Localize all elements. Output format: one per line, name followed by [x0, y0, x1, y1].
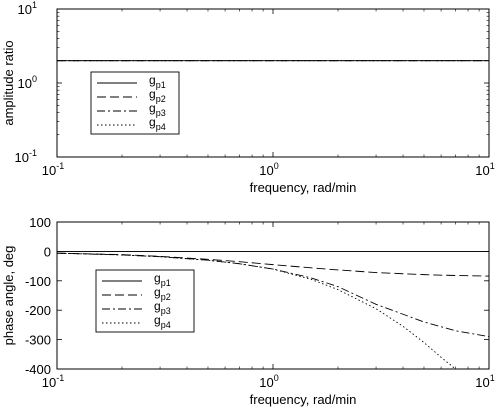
- x-tick-label: 101: [475, 373, 494, 390]
- legend-label-3: gp3: [154, 299, 171, 316]
- y-tick-label: 100: [29, 215, 51, 230]
- legend-label-2: gp2: [149, 87, 166, 104]
- legend-box: [95, 269, 195, 333]
- y-tick-label: -400: [25, 362, 51, 377]
- x-tick-label: 10-1: [42, 373, 64, 390]
- y-tick-label: -200: [25, 303, 51, 318]
- series-line-4: [57, 252, 456, 369]
- x-tick-label: 10-1: [42, 161, 64, 178]
- legend-label-4: gp4: [149, 115, 166, 132]
- legend-label-2: gp2: [154, 285, 171, 302]
- x-axis-label: frequency, rad/min: [250, 392, 357, 407]
- phase-angle-panel: 10-1 100 101 100 0 -100 -200 -300 -400 frequency,…: [1, 215, 495, 407]
- legend-box: [90, 71, 180, 135]
- legend-label-4: gp4: [154, 313, 171, 330]
- x-axis-label: frequency, rad/min: [250, 180, 357, 195]
- y-tick-label: 100: [18, 74, 37, 91]
- x-tick-label: 100: [259, 161, 278, 178]
- legend-label-1: gp1: [149, 73, 166, 90]
- y-tick-label: 10-1: [15, 148, 37, 165]
- x-tick-label: 101: [475, 161, 494, 178]
- legend-label-1: gp1: [154, 271, 171, 288]
- x-tick-label: 100: [259, 373, 278, 390]
- y-tick-label: 0: [44, 244, 51, 259]
- y-tick-label: 101: [18, 0, 37, 17]
- y-tick-label: -100: [25, 274, 51, 289]
- legend-label-3: gp3: [149, 101, 166, 118]
- y-axis-label: phase angle, deg: [1, 246, 16, 346]
- amplitude-ratio-panel: 10-1 100 101 10-1 100 101 frequency, rad/min am…: [1, 0, 495, 195]
- y-axis-label: amplitude ratio: [1, 40, 16, 125]
- y-tick-label: -300: [25, 333, 51, 348]
